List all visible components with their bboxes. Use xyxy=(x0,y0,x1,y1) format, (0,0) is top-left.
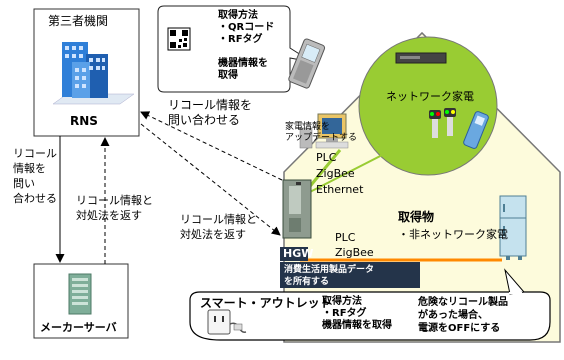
query-text-left: リコール 情報を 問い 合わせる xyxy=(13,147,57,205)
hgw-label-bg xyxy=(280,247,308,261)
lower-protocol-plc: PLC xyxy=(335,231,356,244)
qr-bubble-footer: 機器情報を 取得 xyxy=(218,58,268,81)
hgw-device-icon xyxy=(282,179,312,239)
acquired-item: ・非ネットワーク家電 xyxy=(398,228,508,241)
qr-speech-bubble xyxy=(157,5,313,93)
rns-label: RNS xyxy=(70,114,98,128)
acquired-title: 取得物 xyxy=(398,210,435,224)
remote-icon xyxy=(463,111,489,149)
server-icon xyxy=(68,273,92,315)
return-text-left: リコール情報と 対処法を返す xyxy=(76,194,153,222)
hgw-description: 消費生活用製品データ を所有する xyxy=(284,265,375,287)
appliance-update-text: 家電情報を アップデートする xyxy=(285,122,358,143)
smart-outlet-danger: 危険なリコール製品 があった場合、 電源をOFFにする xyxy=(418,297,508,334)
hgw-label: HGW xyxy=(283,247,314,260)
mobile-phone-icon xyxy=(288,38,326,89)
network-line-2 xyxy=(301,149,393,197)
third-party-title: 第三者機関 xyxy=(48,14,109,28)
query-text-upper: リコール情報を 問い合わせる xyxy=(168,98,253,127)
smart-outlet-title: スマート・アウトレット xyxy=(200,296,332,310)
refrigerator-icon xyxy=(499,195,527,260)
appliance-device-icons xyxy=(429,108,456,138)
building-icon xyxy=(52,42,135,105)
return-text-right: リコール情報と 対処法を返す xyxy=(180,213,257,241)
maker-server-label: メーカーサーバ xyxy=(40,321,117,334)
network-appliance-circle xyxy=(358,36,498,176)
smart-outlet-callout xyxy=(189,291,551,341)
query-arrow-upper xyxy=(140,111,283,181)
outlet-icon xyxy=(207,309,247,335)
qr-code-icon xyxy=(167,27,191,51)
lower-protocol-zigbee: ZigBee xyxy=(335,246,374,259)
return-arrow-lower xyxy=(140,123,281,236)
dvd-player-icon xyxy=(395,52,447,64)
network-appliance-label: ネットワーク家電 xyxy=(386,90,474,103)
upper-protocols: PLC ZigBee Ethernet xyxy=(316,151,364,196)
hgw-description-box xyxy=(280,262,420,288)
qr-bubble-method: 取得方法 ・QRコード ・RFタグ xyxy=(218,10,275,45)
smart-outlet-method: 取得方法 ・RFタグ 機器情報を取得 xyxy=(322,296,392,331)
computer-icon xyxy=(299,113,349,149)
